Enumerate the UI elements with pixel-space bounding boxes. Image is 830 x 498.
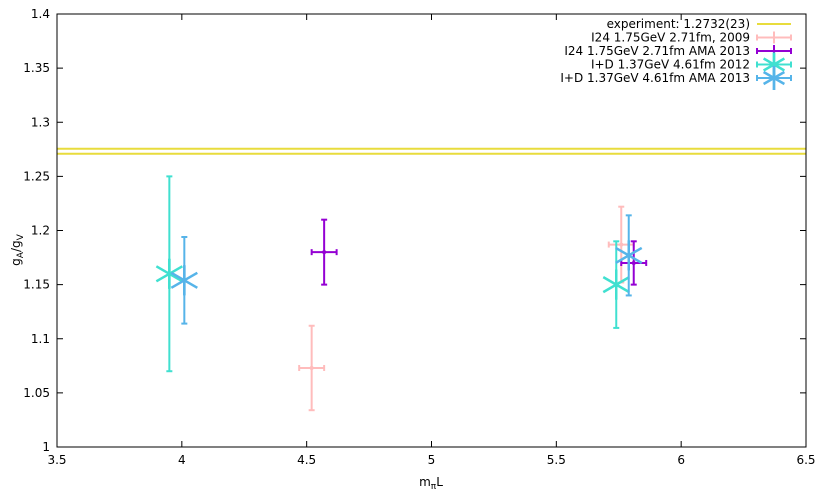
y-tick-label: 1: [42, 440, 50, 454]
axis-ticks: 3.5 4 4.5 5 5.5 6 6.5 1 1.05 1.1 1.15 1.2 1.25 1.3 1.3…: [23, 7, 815, 467]
star-marker: [170, 265, 198, 296]
legend-entry: experiment: 1.2732(23): [607, 17, 791, 31]
data-point-s1-p1: [620, 240, 648, 286]
x-axis-label: mπL: [419, 475, 443, 492]
y-tick-label: 1.2: [31, 224, 50, 238]
x-tick-label: 3.5: [47, 453, 66, 467]
y-tick-label: 1.15: [23, 278, 50, 292]
legend-entry: I24 1.75GeV 2.71fm AMA 2013: [564, 44, 792, 58]
legend-label: I+D 1.37GeV 4.61fm AMA 2013: [560, 71, 750, 85]
dot-marker: [322, 250, 327, 255]
y-tick-label: 1.35: [23, 61, 50, 75]
data-points: [155, 175, 648, 412]
star-marker: [155, 258, 183, 289]
legend-entry: I+D 1.37GeV 4.61fm AMA 2013: [560, 66, 792, 90]
y-tick-label: 1.4: [31, 7, 50, 21]
data-point-s0-p0: [298, 324, 326, 412]
legend-star-marker: [762, 66, 786, 90]
data-point-s2-p0: [155, 175, 183, 373]
y-tick-label: 1.1: [31, 332, 50, 346]
y-tick-label: 1.05: [23, 386, 50, 400]
star-marker: [602, 269, 630, 300]
y-tick-label: 1.25: [23, 169, 50, 183]
x-tick-label: 6: [677, 453, 685, 467]
star-marker: [615, 240, 643, 271]
legend-entry: I24 1.75GeV 2.71fm, 2009: [591, 31, 792, 45]
data-point-s3-p0: [170, 235, 198, 325]
dot-marker: [619, 242, 624, 247]
y-axis-label: gA/gV: [9, 233, 26, 265]
data-point-s1-p0: [310, 218, 338, 286]
data-point-s2-p1: [602, 240, 630, 329]
experiment-band: [57, 147, 806, 155]
legend: experiment: 1.2732(23)I24 1.75GeV 2.71fm…: [560, 17, 792, 90]
x-tick-label: 4: [178, 453, 186, 467]
x-tick-label: 6.5: [796, 453, 815, 467]
x-tick-label: 4.5: [297, 453, 316, 467]
x-tick-label: 5: [428, 453, 436, 467]
x-tick-label: 5.5: [547, 453, 566, 467]
legend-label: I24 1.75GeV 2.71fm AMA 2013: [564, 44, 750, 58]
legend-label: experiment: 1.2732(23): [607, 17, 750, 31]
y-tick-label: 1.3: [31, 115, 50, 129]
data-point-s3-p1: [615, 214, 643, 297]
legend-label: I24 1.75GeV 2.71fm, 2009: [591, 31, 750, 45]
dot-marker: [631, 260, 636, 265]
dot-marker: [309, 365, 314, 370]
legend-label: I+D 1.37GeV 4.61fm 2012: [591, 58, 750, 72]
